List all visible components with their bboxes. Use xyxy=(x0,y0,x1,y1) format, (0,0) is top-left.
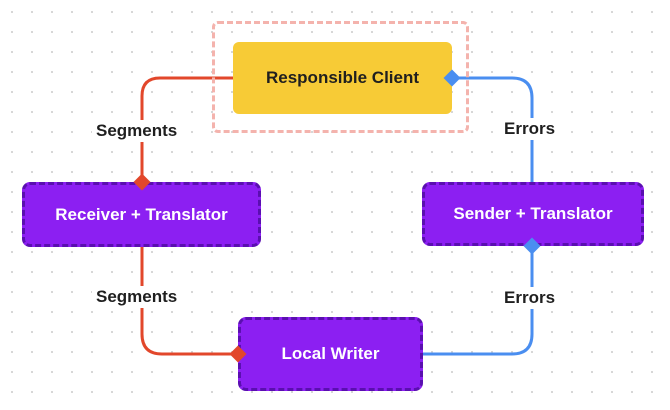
responsible-client-node[interactable]: Responsible Client xyxy=(233,42,452,114)
segments-label-bottom: Segments xyxy=(92,286,182,308)
local-writer-label: Local Writer xyxy=(281,344,380,363)
errors-connector-bottom[interactable] xyxy=(423,246,534,356)
sender-translator-node[interactable]: Sender + Translator xyxy=(422,182,644,246)
errors-label-bottom: Errors xyxy=(500,287,560,309)
segments-connector-bottom[interactable] xyxy=(140,247,238,356)
segments-connector-top[interactable] xyxy=(140,76,233,182)
receiver-translator-node[interactable]: Receiver + Translator xyxy=(22,182,261,247)
sender-translator-label: Sender + Translator xyxy=(453,204,613,223)
segments-label-top: Segments xyxy=(92,120,182,142)
errors-label-top: Errors xyxy=(500,118,560,140)
selection-outline xyxy=(212,21,469,133)
receiver-translator-label: Receiver + Translator xyxy=(55,204,228,224)
errors-connector-top[interactable] xyxy=(452,76,534,183)
responsible-client-label: Responsible Client xyxy=(265,68,420,87)
local-writer-node[interactable]: Local Writer xyxy=(238,317,423,391)
